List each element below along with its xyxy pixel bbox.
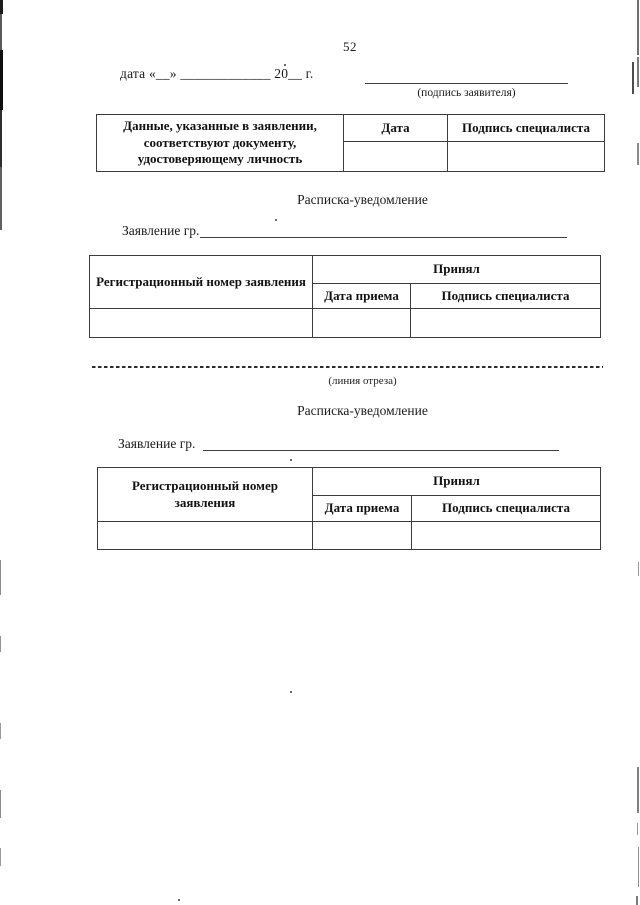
receipt-table-2: Регистрационный номер заявления Принял Д… bbox=[97, 467, 601, 550]
cut-dashed-line bbox=[92, 366, 603, 368]
reg-number-empty-cell-2 bbox=[97, 521, 313, 550]
date-received-empty-cell-1 bbox=[312, 308, 411, 338]
scan-artifact-right-6 bbox=[637, 767, 639, 813]
scan-speck-3 bbox=[290, 459, 292, 461]
scan-artifact-left-4 bbox=[0, 110, 2, 167]
reg-number-header-1: Регистрационный номер заявления bbox=[89, 255, 313, 309]
verification-signature-empty-cell bbox=[447, 141, 605, 172]
receipt-table-1: Регистрационный номер заявления Принял Д… bbox=[89, 255, 601, 338]
specialist-signature-header-1: Подпись специалиста bbox=[410, 283, 601, 309]
accepted-header-2: Принял bbox=[312, 467, 601, 496]
page-number: 52 bbox=[343, 39, 357, 54]
scan-artifact-right-1 bbox=[637, 0, 639, 55]
scan-artifact-right-3 bbox=[632, 62, 634, 94]
scan-artifact-left-1 bbox=[0, 0, 3, 14]
scan-artifact-left-10 bbox=[0, 848, 1, 866]
scan-artifact-right-2 bbox=[637, 57, 639, 87]
scan-artifact-right-5 bbox=[638, 562, 639, 576]
scan-artifact-left-2 bbox=[0, 14, 2, 50]
scan-artifact-left-9 bbox=[0, 790, 1, 818]
application-blank-line-1 bbox=[200, 222, 567, 238]
scan-speck-1 bbox=[284, 64, 286, 66]
scan-artifact-right-4 bbox=[637, 143, 639, 165]
applicant-signature-caption: (подпись заявителя) bbox=[417, 87, 516, 99]
reg-number-header-2: Регистрационный номер заявления bbox=[97, 467, 313, 522]
scan-artifact-right-9 bbox=[636, 896, 638, 905]
cut-line-caption: (линия отреза) bbox=[328, 375, 397, 387]
verification-date-empty-cell bbox=[343, 141, 448, 172]
verification-signature-header: Подпись специалиста bbox=[447, 114, 605, 142]
date-received-header-2: Дата приема bbox=[312, 495, 412, 522]
scan-artifact-right-7 bbox=[637, 823, 638, 835]
accepted-header-1: Принял bbox=[312, 255, 601, 284]
applicant-signature-blank-line bbox=[365, 68, 568, 84]
receipt-title-1: Расписка-уведомление bbox=[297, 192, 428, 207]
verification-statement-cell: Данные, указанные в заявлении, соответст… bbox=[96, 114, 344, 172]
application-label-2: Заявление гр. bbox=[118, 436, 196, 451]
scan-speck-2 bbox=[275, 219, 277, 221]
scan-artifact-left-6 bbox=[0, 560, 1, 595]
scan-artifact-left-8 bbox=[0, 723, 1, 739]
scan-speck-4 bbox=[290, 691, 292, 693]
scan-artifact-left-3 bbox=[0, 50, 3, 110]
date-line: дата «__» _____________ 20__ г. bbox=[120, 66, 314, 81]
application-label-1: Заявление гр. bbox=[122, 223, 200, 238]
verification-date-header: Дата bbox=[343, 114, 448, 142]
application-blank-line-2 bbox=[203, 435, 559, 451]
date-received-header-1: Дата приема bbox=[312, 283, 411, 309]
date-received-empty-cell-2 bbox=[312, 521, 412, 550]
specialist-signature-header-2: Подпись специалиста bbox=[411, 495, 601, 522]
receipt-title-2: Расписка-уведомление bbox=[297, 403, 428, 418]
scan-speck-5 bbox=[178, 899, 180, 901]
scan-artifact-left-5 bbox=[0, 167, 2, 230]
verification-table: Данные, указанные в заявлении, соответст… bbox=[96, 114, 605, 172]
specialist-signature-empty-cell-2 bbox=[411, 521, 601, 550]
reg-number-empty-cell-1 bbox=[89, 308, 313, 338]
specialist-signature-empty-cell-1 bbox=[410, 308, 601, 338]
scan-artifact-left-7 bbox=[0, 636, 1, 652]
scan-artifact-right-8 bbox=[638, 847, 639, 887]
